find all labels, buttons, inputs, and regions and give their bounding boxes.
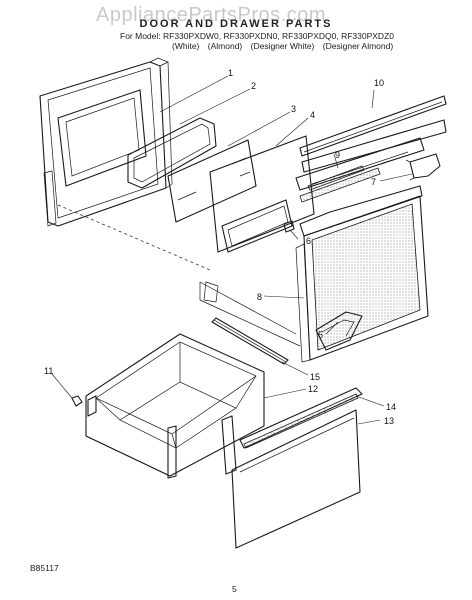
callout-5: 5 [318,330,323,340]
callout-2: 2 [251,81,256,91]
callout-12: 12 [308,384,318,394]
door-glass [167,139,257,223]
drawer-body [85,333,265,479]
callout-13: 13 [384,416,394,426]
callout-4: 4 [310,110,315,120]
variant-white: (White) [172,41,200,51]
callout-9: 9 [335,150,340,160]
door-back-panel [295,185,429,363]
watermark: AppliancePartsPros.com [96,4,326,26]
drawer-front-panel [221,409,361,549]
leader-lines [51,75,413,425]
variant-designer-white: (Designer White) [250,41,315,51]
variant-designer-almond: (Designer Almond) [322,41,394,51]
outer-door-panel [39,57,173,227]
window-frame [57,89,147,187]
callout-1: 1 [228,68,233,78]
callout-11: 11 [44,366,53,376]
drawer-front-trim [239,387,363,449]
callout-3: 3 [291,104,296,114]
callout-15: 15 [310,372,320,382]
diagram-code: B85117 [30,563,59,573]
handle-bracket [405,153,441,181]
part-callouts: 1 2 3 4 10 9 7 6 8 5 15 11 12 14 13 [44,68,396,426]
window-gasket [127,117,217,189]
alignment-lines [57,204,301,347]
callout-7: 7 [371,177,376,187]
model-list: For Model: RF330PXDW0, RF330PXDN0, RF330… [120,31,394,41]
callout-6: 6 [306,236,311,246]
variant-almond: (Almond) [207,41,243,51]
callout-8: 8 [257,292,262,302]
vent-slots [299,165,381,203]
page-number: 5 [232,584,237,594]
door-handle [315,311,363,351]
drawer-clip [71,395,83,407]
diagram-title: DOOR AND DRAWER PARTS [139,18,333,30]
door-clip [283,220,295,233]
callout-14: 14 [386,402,396,412]
callout-10: 10 [374,78,384,88]
drawer-rail [211,317,289,365]
model-variants: (White) (Almond) (Designer White) (Desig… [172,41,399,51]
